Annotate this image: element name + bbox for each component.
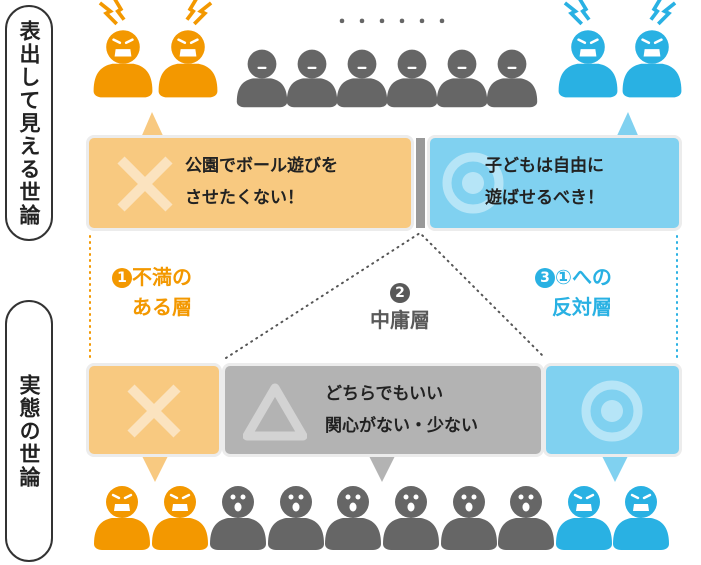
lightning-icon [563, 0, 591, 26]
middle-dotted-triangle [225, 231, 546, 359]
angry-person-icon [93, 0, 153, 98]
surprised-person-icon [325, 486, 381, 550]
gray-bottom-pointer [367, 452, 397, 482]
divider [416, 138, 425, 228]
surprised-person-icon [210, 486, 266, 550]
lightning-icon [649, 0, 677, 26]
cross-icon [117, 156, 173, 212]
number-badge: 3 [535, 268, 555, 288]
for-opinion-box: 子どもは自由に遊ばせるべき！ [430, 138, 679, 228]
surprised-person-icon [268, 486, 324, 550]
angry-person-icon [613, 486, 669, 550]
blue-bottom-pointer [600, 452, 630, 482]
against-opinion-text: 公園でボール遊びをさせたくない！ [185, 156, 338, 208]
double-circle-icon [581, 380, 643, 442]
blue-top-pointer [615, 112, 640, 140]
for-opinion-text: 子どもは自由に遊ばせるべき！ [485, 156, 604, 208]
orange-bottom-pointer [140, 452, 170, 482]
triangle-icon [243, 383, 307, 441]
surprised-person-icon [441, 486, 497, 550]
opposed-box [546, 366, 679, 454]
lightning-icon [98, 0, 126, 26]
neutral-person-icon [436, 49, 488, 108]
cross-icon [127, 384, 181, 438]
angry-person-icon [622, 0, 682, 98]
neutral-person-icon [386, 49, 438, 108]
angry-person-icon [158, 0, 218, 98]
middle-layer-label: 2 中庸層 [370, 283, 430, 332]
neutral-person-icon [486, 49, 538, 108]
number-badge: 2 [390, 283, 410, 303]
lightning-icon [185, 0, 213, 26]
dissatisfied-box [89, 366, 219, 454]
angry-person-icon [558, 0, 618, 98]
angry-person-icon [556, 486, 612, 550]
surprised-person-icon [383, 486, 439, 550]
actual-opinion-label: 実態の世論 [5, 300, 53, 562]
neutral-person-icon [336, 49, 388, 108]
angry-person-icon [94, 486, 150, 550]
number-badge: 1 [112, 268, 132, 288]
middle-box-text: どちらでもいい関心がない・少ない [325, 384, 478, 436]
against-opinion-box: 公園でボール遊びをさせたくない！ [89, 138, 411, 228]
middle-box: どちらでもいい関心がない・少ない [225, 366, 541, 454]
surprised-person-icon [498, 486, 554, 550]
neutral-person-icon [286, 49, 338, 108]
orange-top-pointer [140, 112, 165, 140]
visible-opinion-label: 表出して見える世論 [5, 5, 53, 241]
ellipsis-dots: ・・・・・・ [333, 12, 453, 33]
angry-person-icon [152, 486, 208, 550]
double-circle-icon [442, 152, 504, 214]
neutral-person-icon [236, 49, 288, 108]
